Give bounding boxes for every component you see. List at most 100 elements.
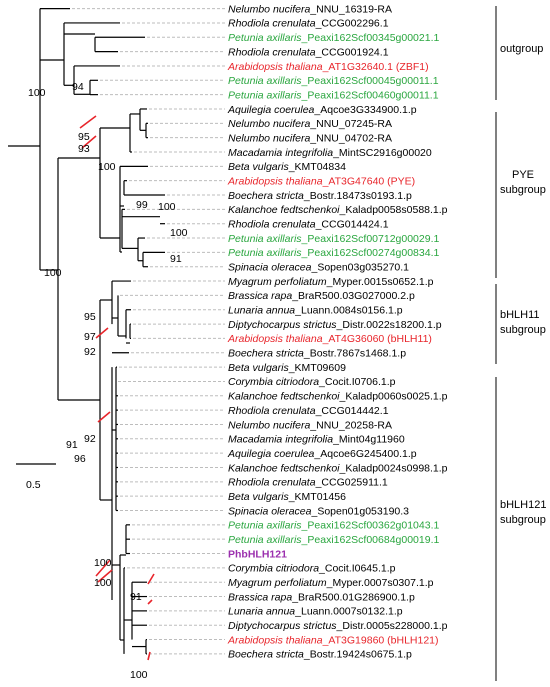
leaf-species: Lunaria annua	[228, 606, 295, 618]
leaf-label: Petunia axillaris_Peaxi162Scf00684g00019…	[228, 534, 439, 546]
leaf-accession: _Aqcoe3G334900.1.p	[313, 104, 416, 116]
outgroup-label: outgroup	[500, 43, 543, 55]
leaf-label: Myagrum perfoliatum_Myper.0007s0307.1.p	[228, 577, 434, 589]
leaf-label: Nelumbo nucifera_NNU_16319-RA	[228, 3, 392, 15]
leaf-species: Arabidopsis thaliana	[227, 634, 323, 646]
leaf-accession: _Luann.0007s0132.1.p	[294, 606, 403, 618]
leaf-label: PhbHLH121	[228, 548, 287, 560]
bootstrap-value: 96	[74, 453, 86, 465]
leaf-label: Kalanchoe fedtschenkoi_Kaladp0024s0998.1…	[228, 462, 448, 474]
leaf-accession: _MintSC2916g00020	[332, 147, 432, 159]
leaf-species: Myagrum perfoliatum	[228, 276, 327, 288]
leaf-label: Spinacia oleracea_Sopen03g035270.1	[228, 262, 409, 274]
leaf-accession: _Distr.0005s228000.1.p	[336, 620, 448, 632]
leaf-label: Boechera stricta_Bostr.19424s0675.1.p	[228, 649, 412, 661]
leaf-species: Kalanchoe fedtschenkoi	[228, 204, 340, 216]
leaf-species: Beta vulgaris	[228, 362, 289, 374]
leaf-species: Rhodiola crenulata	[228, 18, 316, 30]
leaf-species: Brassica rapa	[228, 591, 292, 603]
leaf-species: Lunaria annua	[228, 305, 295, 317]
leaf-label: Corymbia citriodora_Cocit.I0706.1.p	[228, 376, 396, 388]
leaf-species: Arabidopsis thaliana	[227, 175, 323, 187]
leaf-label: Aquilegia coerulea_Aqcoe3G334900.1.p	[227, 104, 417, 116]
leaf-label: Beta vulgaris_KMT04834	[228, 161, 346, 173]
leaf-accession: _AT3G47640 (PYE)	[322, 175, 416, 187]
leaf-accession: _Bostr.18473s0193.1.p	[303, 190, 412, 202]
leaf-accession: _NNU_04702-RA	[309, 132, 392, 144]
bootstrap-value: 100	[98, 161, 116, 173]
leaf-accession: _Kaladp0060s0025.1.p	[339, 391, 448, 403]
bhlh121-sub-label: subgroup	[500, 514, 546, 526]
leaf-accession: _AT4G36060 (bHLH11)	[322, 333, 432, 345]
leaf-label: Rhodiola crenulata_CCG025911.1	[228, 477, 388, 489]
leaf-label: Kalanchoe fedtschenkoi_Kaladp0058s0588.1…	[228, 204, 448, 216]
leaf-label: Lunaria annua_Luann.0084s0156.1.p	[228, 305, 403, 317]
leaf-species: Petunia axillaris	[228, 534, 302, 546]
leaf-label: Brassica rapa_BraR500.03G027000.2.p	[228, 290, 415, 302]
scale-bar: 0.5	[16, 463, 56, 491]
bootstrap-value: 92	[84, 433, 96, 445]
red-marker	[147, 651, 151, 661]
leaf-accession: _Peaxi162Scf00460g00011.1	[301, 89, 439, 101]
leaf-accession: _Luann.0084s0156.1.p	[294, 305, 403, 317]
bootstrap-value: 95	[78, 131, 90, 143]
leaf-accession: _Bostr.19424s0675.1.p	[303, 649, 412, 661]
leaf-label: Nelumbo nucifera_NNU_20258-RA	[228, 419, 392, 431]
leaf-label: Petunia axillaris_Peaxi162Scf00045g00011…	[228, 75, 439, 87]
leaf-label: Brassica rapa_BraR500.01G286900.1.p	[228, 591, 415, 603]
leaf-accession: _Kaladp0024s0998.1.p	[339, 462, 448, 474]
leaf-accession: _NNU_20258-RA	[309, 419, 392, 431]
leaf-species: Boechera stricta	[228, 348, 304, 360]
leaf-species: Corymbia citriodora	[228, 376, 319, 388]
leaf-label: Rhodiola crenulata_CCG001924.1	[228, 46, 389, 58]
leaf-label: Beta vulgaris_KMT01456	[228, 491, 346, 503]
bootstrap-value: 94	[72, 81, 84, 93]
leaf-species: Petunia axillaris	[228, 89, 302, 101]
bootstrap-value: 100	[170, 227, 188, 239]
leaf-label: Petunia axillaris_Peaxi162Scf00345g00021…	[228, 32, 439, 44]
leaf-species: Nelumbo nucifera	[228, 118, 310, 130]
leaf-label: Myagrum perfoliatum_Myper.0015s0652.1.p	[228, 276, 434, 288]
leaf-label: Nelumbo nucifera_NNU_07245-RA	[228, 118, 392, 130]
tree-branches	[8, 8, 165, 655]
leaf-accession: _AT1G32640.1 (ZBF1)	[322, 61, 429, 73]
leaf-accession: _BraR500.01G286900.1.p	[291, 591, 415, 603]
leaf-label: Arabidopsis thaliana_AT4G36060 (bHLH11)	[227, 333, 432, 345]
leaf-label: Arabidopsis thaliana_AT3G19860 (bHLH121)	[227, 634, 439, 646]
bootstrap-value: 100	[94, 557, 112, 569]
leaf-accession: _Bostr.7867s1468.1.p	[303, 348, 406, 360]
bhlh11-label: bHLH11	[500, 309, 540, 321]
leaf-label: Aquilegia coerulea_Aqcoe6G245400.1.p	[227, 448, 417, 460]
leaf-species: Beta vulgaris	[228, 491, 289, 503]
bootstrap-value: 91	[130, 591, 142, 603]
leaf-label: Lunaria annua_Luann.0007s0132.1.p	[228, 606, 403, 618]
leaf-species: Rhodiola crenulata	[228, 46, 316, 58]
leaf-accession: _Cocit.I0706.1.p	[318, 376, 396, 388]
red-marker	[95, 559, 111, 577]
leaf-species: Arabidopsis thaliana	[227, 61, 323, 73]
leaf-label: Corymbia citriodora_Cocit.I0645.1.p	[228, 563, 396, 575]
leaf-label: Macadamia integrifolia_MintSC2916g00020	[228, 147, 432, 159]
leaf-species: Macadamia integrifolia	[228, 434, 333, 446]
leaf-accession: _KMT01456	[288, 491, 346, 503]
leaf-accession: _CCG014424.1	[315, 219, 389, 231]
leaf-accession: _Sopen03g035270.1	[310, 262, 409, 274]
leaf-species: Nelumbo nucifera	[228, 3, 310, 15]
bhlh121-label: bHLH121	[500, 499, 546, 511]
bootstrap-value: 95	[84, 311, 96, 323]
leaf-species: Kalanchoe fedtschenkoi	[228, 462, 340, 474]
leaf-accession: _Distr.0022s18200.1.p	[336, 319, 442, 331]
leaf-accession: _KMT04834	[288, 161, 346, 173]
bootstrap-value: 93	[78, 143, 90, 155]
leaf-species: Arabidopsis thaliana	[227, 333, 323, 345]
bootstrap-value: 91	[66, 439, 78, 451]
leaf-label: Beta vulgaris_KMT09609	[228, 362, 346, 374]
scale-bar-label: 0.5	[26, 479, 41, 491]
leaf-accession: _AT3G19860 (bHLH121)	[322, 634, 439, 646]
leaf-accession: _Myper.0007s0307.1.p	[326, 577, 434, 589]
leaf-accession: _BraR500.03G027000.2.p	[291, 290, 415, 302]
leaf-connectors	[72, 8, 225, 655]
pye-label: PYE	[512, 169, 534, 181]
leaf-accession: _Mint04g11960	[332, 434, 405, 446]
